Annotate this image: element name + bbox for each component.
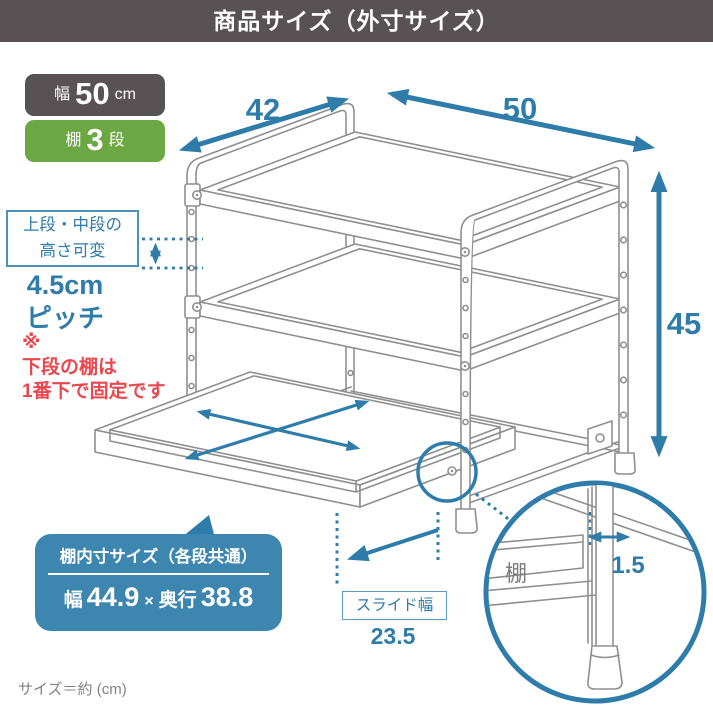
inner-size-bubble-title: 棚内寸サイズ（各段共通）: [48, 543, 269, 575]
shelf-badge-value: 3: [86, 122, 104, 157]
inner-width-label: 幅: [63, 590, 83, 611]
size-unit-note: サイズ＝約 (cm): [18, 681, 127, 698]
height-adjust-note-line2: 高さ可変: [39, 241, 106, 260]
depth-dimension-label: 42: [245, 92, 281, 127]
pitch-value: 4.5cm: [26, 270, 104, 300]
page-title: 商品サイズ（外寸サイズ）: [0, 0, 713, 42]
gap-value: 1.5: [611, 552, 645, 579]
front-leg-foot: [455, 508, 478, 534]
detail-shelf-label: 棚: [505, 561, 528, 586]
shelf-badge-unit: 段: [108, 132, 125, 149]
width-badge-prefix: 幅: [54, 86, 71, 103]
slide-width-label: スライド幅: [342, 591, 447, 620]
slide-width-indicator: [335, 512, 440, 587]
width-arrow: [386, 88, 656, 153]
pitch-indicator: [142, 237, 203, 270]
shelf-badge-prefix: 棚: [65, 132, 82, 149]
height-dimension-label: 45: [666, 306, 702, 341]
shelf-count-badge: 棚 3 段: [25, 120, 165, 162]
inner-size-values: 幅 44.9 × 奥行 38.8: [35, 582, 282, 613]
depth-arrow: [178, 96, 350, 153]
slide-width-value: 23.5: [370, 623, 416, 649]
screws: [192, 190, 470, 476]
detail-circle: [483, 480, 707, 704]
inner-dimension-arrows: [184, 399, 370, 461]
slide-arrow: [346, 528, 439, 562]
width-dimension-label: 50: [502, 91, 538, 126]
inner-depth-label: 奥行: [158, 590, 197, 611]
shelf-middle: [199, 243, 621, 372]
height-adjust-note: 上段・中段の 高さ可変: [6, 210, 139, 267]
width-badge-unit: cm: [114, 86, 136, 103]
pitch-label: ピッチ: [25, 303, 104, 333]
shelf-top: [199, 131, 621, 260]
detail-drawing: [488, 485, 702, 690]
inner-depth-value: 38.8: [200, 582, 254, 612]
height-adjust-note-line1: 上段・中段の: [23, 215, 122, 234]
fixed-note-line1: 下段の棚は: [22, 357, 118, 378]
fixed-note-mark: ※: [22, 332, 41, 353]
width-badge: 幅 50 cm: [25, 74, 165, 116]
fixed-note-line2: 1番下で固定です: [22, 381, 166, 402]
times-sign: ×: [144, 593, 154, 610]
highlight-circle: [416, 441, 478, 503]
width-badge-value: 50: [75, 76, 110, 111]
inner-size-bubble: 棚内寸サイズ（各段共通） 幅 44.9 × 奥行 38.8: [35, 534, 282, 631]
shelf-frame-right: [455, 159, 636, 534]
back-leg-foot: [614, 452, 636, 475]
inner-width-value: 44.9: [86, 582, 140, 612]
